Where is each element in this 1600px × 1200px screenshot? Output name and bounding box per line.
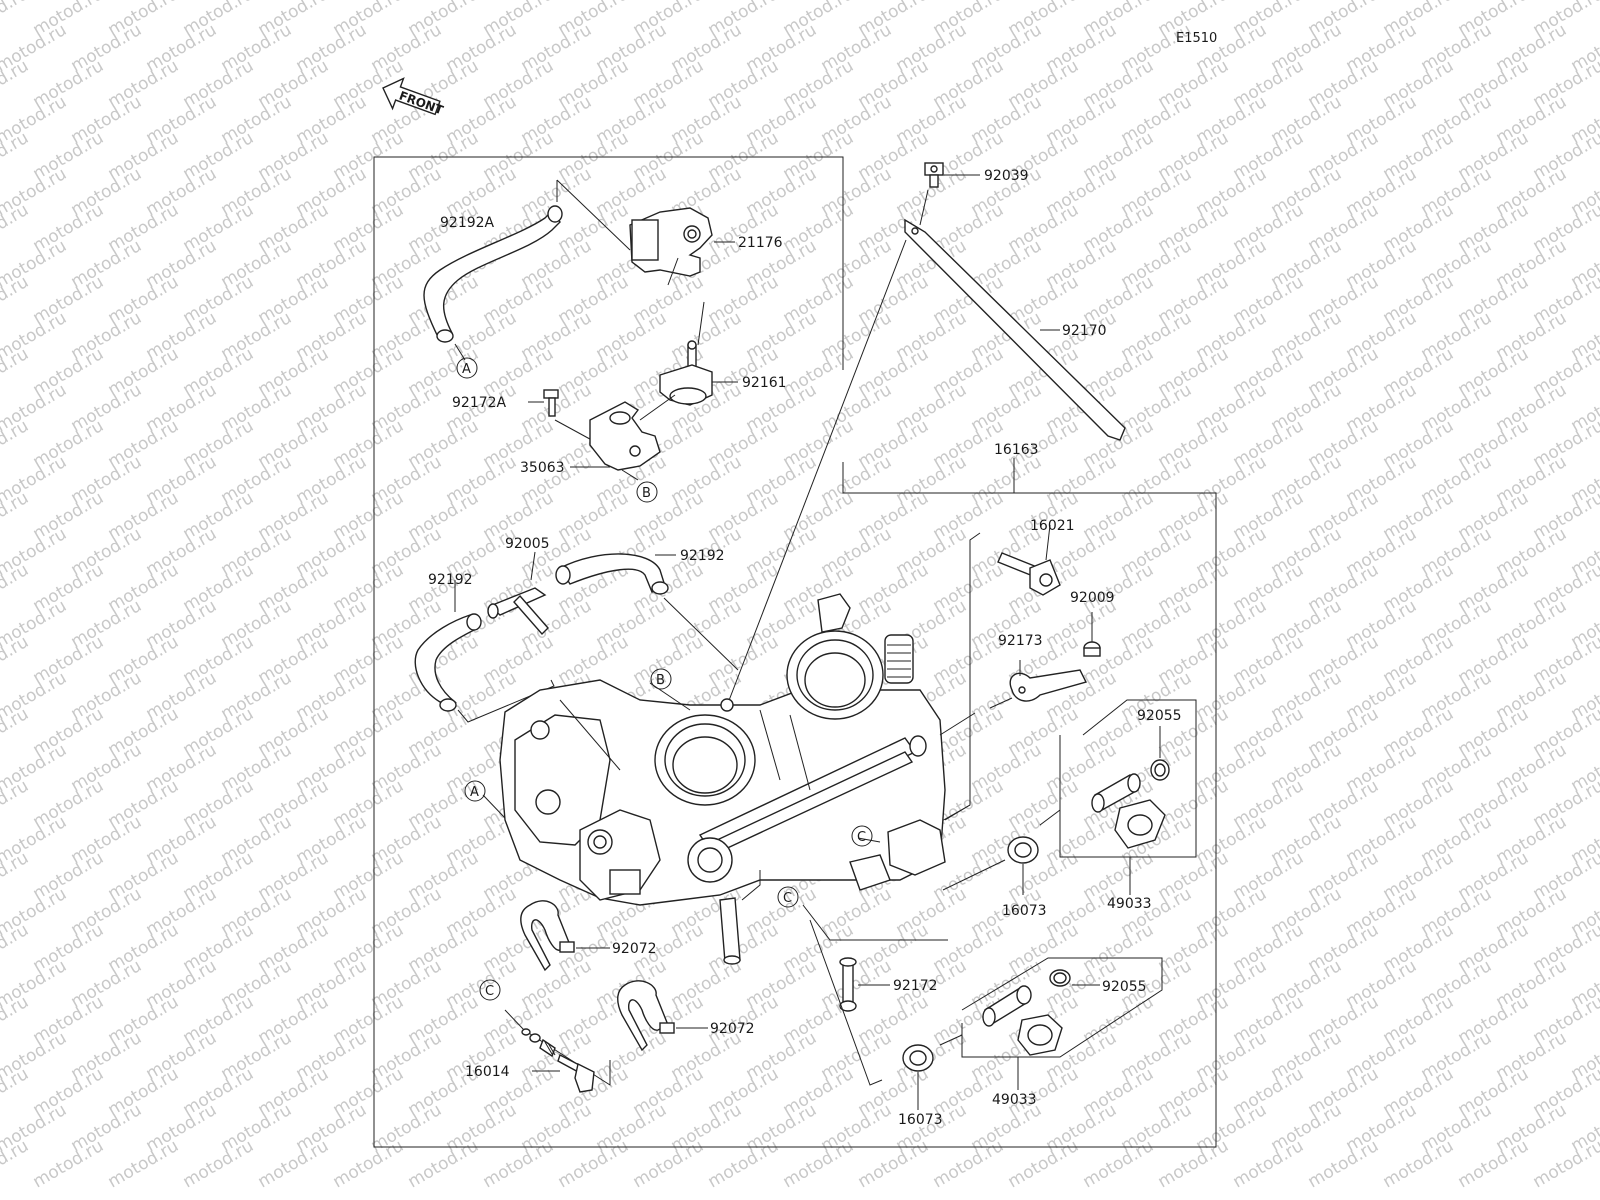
label-21176[interactable]: 21176: [738, 235, 783, 251]
ref-A-lower: A: [464, 780, 486, 802]
bolt-92009: [1083, 641, 1101, 657]
svg-text:B: B: [642, 486, 651, 501]
group-bracket-lower: [961, 957, 1163, 1058]
throttle-body: [499, 593, 946, 965]
label-92170[interactable]: 92170: [1062, 323, 1107, 339]
watermark-text: motod.ru: [1305, 1136, 1383, 1192]
screw-16021: [997, 552, 1061, 596]
svg-text:B: B: [656, 673, 665, 688]
ref-A-upper: A: [456, 357, 478, 379]
injector-49033-lower: [982, 985, 1063, 1056]
label-92072-lower[interactable]: 92072: [710, 1021, 755, 1037]
svg-text:C: C: [857, 830, 866, 845]
label-92072-upper[interactable]: 92072: [612, 941, 657, 957]
bracket-35063: [589, 401, 661, 471]
watermark-text: motod.ru: [0, 0, 32, 40]
ref-B-upper: B: [636, 481, 658, 503]
label-92192A[interactable]: 92192A: [440, 215, 495, 231]
ref-B-lower: B: [650, 668, 672, 690]
fitting-92005: [487, 587, 549, 636]
label-92161[interactable]: 92161: [742, 375, 787, 391]
svg-text:C: C: [783, 891, 792, 906]
label-16014[interactable]: 16014: [465, 1064, 510, 1080]
watermark-text: motod.ru: [180, 1136, 258, 1192]
group-bracket-upper: [1059, 699, 1197, 858]
hose-92192A: [423, 205, 563, 343]
label-92005[interactable]: 92005: [505, 536, 550, 552]
watermark-text: motod.ru: [1080, 1136, 1158, 1192]
watermark-text: motod.ru: [480, 1136, 558, 1192]
part-labels: 92192A 21176 92161 92172A 35063 92039 92…: [428, 168, 1182, 1128]
watermark-text: motod.ru: [630, 1136, 708, 1192]
ref-C-middle: C: [777, 886, 799, 908]
label-92192-left[interactable]: 92192: [428, 572, 473, 588]
label-16073-upper[interactable]: 16073: [1002, 903, 1047, 919]
frame-outline: [373, 156, 1217, 1148]
watermark-text: motod.ru: [555, 1136, 633, 1192]
seal-16073-lower: [902, 1044, 934, 1072]
watermark-text: motod.ru: [255, 1136, 333, 1192]
svg-text:C: C: [485, 984, 494, 999]
watermark-text: motod.ru: [705, 1136, 783, 1192]
ref-C-lower: C: [479, 979, 501, 1001]
watermark-text: motod.ru: [105, 1136, 183, 1192]
label-92009[interactable]: 92009: [1070, 590, 1115, 606]
watermark-text: motod.ru: [780, 1136, 858, 1192]
watermark-text: motod.ru: [405, 1136, 483, 1192]
watermark-text: motod.ru: [1230, 1136, 1308, 1192]
label-49033-upper[interactable]: 49033: [1107, 896, 1152, 912]
bolt-92039: [924, 162, 944, 188]
spring-coil: [884, 634, 914, 684]
watermark-text: motod.ru: [1455, 1136, 1533, 1192]
label-16163[interactable]: 16163: [994, 442, 1039, 458]
label-92039[interactable]: 92039: [984, 168, 1029, 184]
watermark-text: motod.ru: [855, 1136, 933, 1192]
diagram-code: E1510: [1176, 31, 1217, 46]
watermark-text: motod.ru: [1155, 1136, 1233, 1192]
label-49033-lower[interactable]: 49033: [992, 1092, 1037, 1108]
o-ring-92055-lower: [1049, 969, 1071, 987]
label-92173[interactable]: 92173: [998, 633, 1043, 649]
watermark-text: motod.ru: [1530, 1136, 1600, 1192]
label-92172[interactable]: 92172: [893, 978, 938, 994]
clamp-92173: [1009, 669, 1088, 702]
label-16021[interactable]: 16021: [1030, 518, 1075, 534]
label-92055-lower[interactable]: 92055: [1102, 979, 1147, 995]
label-16073-lower[interactable]: 16073: [898, 1112, 943, 1128]
svg-text:A: A: [462, 362, 471, 377]
clamp-92072-upper: [520, 900, 575, 972]
label-35063[interactable]: 35063: [520, 460, 565, 476]
watermark-text: motod.ru: [330, 1136, 408, 1192]
screw-set-16014: [521, 1028, 595, 1093]
watermark-text: motod.ru: [30, 1136, 108, 1192]
bolt-92172: [839, 957, 857, 1012]
clamp-92072-lower: [617, 980, 675, 1052]
svg-text:A: A: [470, 785, 479, 800]
seal-16073-upper: [1007, 836, 1039, 864]
hose-92192-right: [555, 553, 669, 595]
grommet-92161: [659, 340, 713, 406]
watermark-text: motod.ru: [1380, 1136, 1458, 1192]
label-92055-upper[interactable]: 92055: [1137, 708, 1182, 724]
ref-C-right: C: [851, 825, 873, 847]
o-ring-92055-upper: [1150, 759, 1170, 781]
sensor-21176: [629, 207, 713, 277]
label-92172A[interactable]: 92172A: [452, 395, 507, 411]
bolt-92172A: [543, 389, 559, 417]
injector-49033-upper: [1091, 773, 1166, 849]
label-92192-right[interactable]: 92192: [680, 548, 725, 564]
watermark-text: motod.ru: [930, 1136, 1008, 1192]
strap-92170: [904, 218, 1126, 441]
watermark-text: motod.ru: [1005, 1136, 1083, 1192]
hose-92192-left: [414, 613, 482, 712]
